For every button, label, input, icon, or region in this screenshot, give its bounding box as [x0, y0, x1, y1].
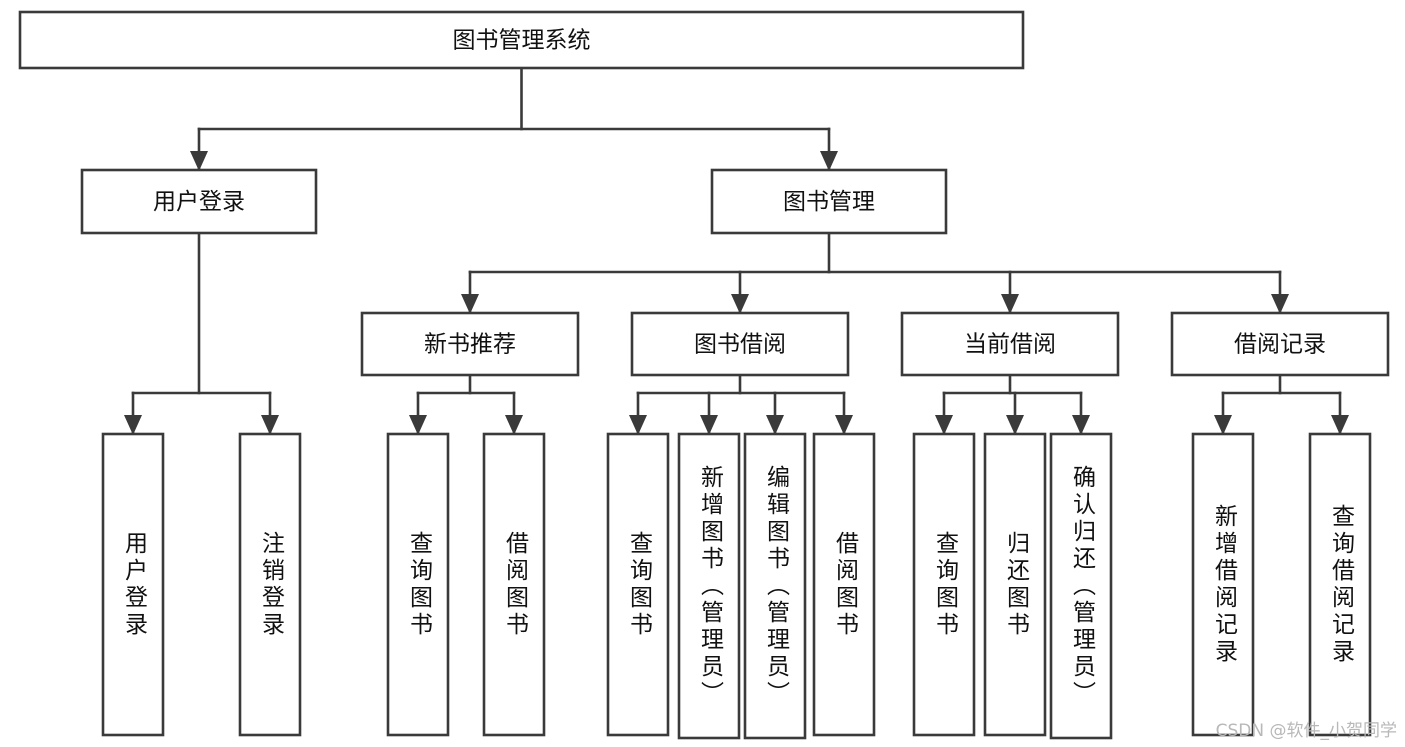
- node-box: [677, 432, 741, 740]
- edges-layer: [124, 66, 1349, 435]
- node-box: [18, 10, 1025, 70]
- node-book-borrow[interactable]: [630, 311, 850, 377]
- node-box: [1049, 432, 1113, 740]
- arrow-head-icon: [190, 151, 208, 171]
- node-box: [1191, 432, 1255, 737]
- arrow-head-icon: [935, 415, 953, 435]
- node-box: [606, 432, 670, 737]
- node-box: [80, 168, 318, 235]
- node-box: [912, 432, 976, 737]
- boxes-layer: [18, 10, 1390, 740]
- arrow-head-icon: [1271, 294, 1289, 314]
- node-label-current-borrow: 当前借阅: [964, 332, 1056, 358]
- arrow-head-icon: [700, 415, 718, 435]
- node-box: [900, 311, 1120, 377]
- arrow-head-icon: [1214, 415, 1232, 435]
- node-label-borrow-record: 借阅记录: [1234, 332, 1326, 358]
- node-user-login[interactable]: [80, 168, 318, 235]
- node-leaf-borrow-query-book[interactable]: [606, 432, 670, 737]
- arrow-head-icon: [835, 415, 853, 435]
- node-box: [482, 432, 546, 737]
- node-leaf-cur-confirm-return[interactable]: [1049, 432, 1113, 740]
- node-borrow-record[interactable]: [1170, 311, 1390, 377]
- arrow-head-icon: [261, 415, 279, 435]
- arrow-head-icon: [731, 294, 749, 314]
- node-leaf-borrow-edit-book[interactable]: [743, 432, 807, 740]
- node-leaf-rec-borrow-book[interactable]: [482, 432, 546, 737]
- node-leaf-cur-return-book[interactable]: [983, 432, 1047, 737]
- node-root[interactable]: [18, 10, 1025, 70]
- node-book-manage[interactable]: [710, 168, 948, 235]
- node-leaf-rec-query-record[interactable]: [1308, 432, 1372, 737]
- node-label-user-login: 用户登录: [153, 189, 245, 215]
- node-box: [812, 432, 876, 737]
- arrow-head-icon: [766, 415, 784, 435]
- node-label-book-borrow: 图书借阅: [694, 332, 786, 358]
- arrow-head-icon: [505, 415, 523, 435]
- node-current-borrow[interactable]: [900, 311, 1120, 377]
- node-leaf-user-logout[interactable]: [238, 432, 302, 737]
- node-box: [630, 311, 850, 377]
- arrow-head-icon: [629, 415, 647, 435]
- node-leaf-cur-query-book[interactable]: [912, 432, 976, 737]
- node-label-root: 图书管理系统: [453, 28, 591, 54]
- arrow-head-icon: [1001, 294, 1019, 314]
- node-box: [101, 432, 165, 737]
- arrow-head-icon: [1331, 415, 1349, 435]
- arrow-head-icon: [820, 151, 838, 171]
- arrow-head-icon: [409, 415, 427, 435]
- node-box: [710, 168, 948, 235]
- node-box: [983, 432, 1047, 737]
- node-leaf-rec-add-record[interactable]: [1191, 432, 1255, 737]
- arrow-head-icon: [1072, 415, 1090, 435]
- node-leaf-rec-query-book[interactable]: [386, 432, 450, 737]
- node-box: [360, 311, 580, 377]
- node-label-book-manage: 图书管理: [783, 189, 875, 215]
- node-label-new-book-recommend: 新书推荐: [424, 332, 516, 358]
- node-box: [1308, 432, 1372, 737]
- node-box: [743, 432, 807, 740]
- arrow-head-icon: [461, 294, 479, 314]
- node-leaf-borrow-add-book[interactable]: [677, 432, 741, 740]
- arrow-head-icon: [124, 415, 142, 435]
- node-box: [386, 432, 450, 737]
- arrow-head-icon: [1006, 415, 1024, 435]
- node-box: [238, 432, 302, 737]
- node-leaf-borrow-borrow-book[interactable]: [812, 432, 876, 737]
- node-box: [1170, 311, 1390, 377]
- node-leaf-user-login[interactable]: [101, 432, 165, 737]
- node-new-book-recommend[interactable]: [360, 311, 580, 377]
